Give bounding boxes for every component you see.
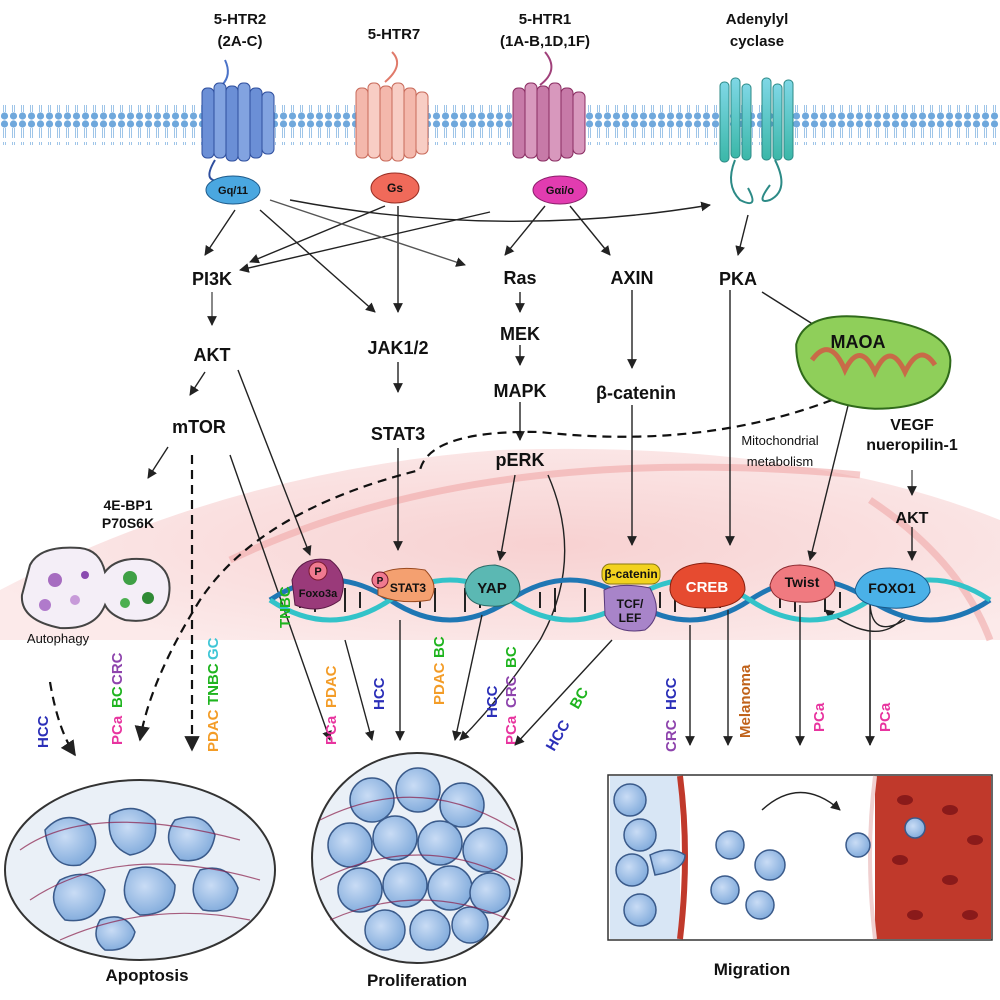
cancer-label: GC [205,637,222,660]
dashed-pathways [48,398,833,757]
akt2-node: AKT [896,510,929,527]
apoptosis-label: Apoptosis [105,966,188,985]
stat3-node: STAT3 [371,424,425,444]
svg-text:Gq/11: Gq/11 [218,185,248,197]
htr2-label: 5-HTR2 [214,11,267,28]
cancer-label: TNBC [277,586,294,628]
svg-text:CREB: CREB [686,579,729,596]
svg-text:STAT3: STAT3 [390,581,427,595]
mito-metabolism-label: Mitochondrial [741,433,818,448]
htr2-subtype-label: (2A-C) [218,33,263,50]
cell-membrane [0,105,1000,145]
4ebp1-node: 4E-BP1 [103,497,152,513]
cancer-label: HCC [371,677,388,710]
cancer-label: CRC [503,675,520,708]
cancer-label: PDAC [205,709,222,752]
svg-text:P: P [314,566,321,578]
svg-text:Gαi/o: Gαi/o [546,185,574,197]
cancer-label: HCC [543,717,574,754]
pathway-arrows [147,199,917,745]
cancer-label: HCC [35,715,52,748]
mapk-node: MAPK [494,381,547,401]
cancer-label: CRC [663,719,680,752]
mek-node: MEK [500,324,540,344]
gq11-protein: Gq/11 [205,175,261,205]
svg-text:YAP: YAP [477,580,506,597]
cancer-label: Melanoma [737,664,754,738]
pi3k-node: PI3K [192,269,232,289]
nuclear-envelope [228,463,861,564]
adenylyl-cyclase-label: Adenylyl [726,11,789,28]
adenylyl-cyclase-label-2: cyclase [730,33,784,50]
cancer-label: PCa [323,715,340,745]
cancer-label: BC [109,686,126,708]
htr1-label: 5-HTR1 [519,11,572,28]
svg-text:Foxo3a: Foxo3a [299,588,338,600]
svg-text:β-catenin: β-catenin [604,567,657,581]
cancer-label: CRC [109,652,126,685]
migration-label: Migration [714,960,791,979]
axin-node: AXIN [610,268,653,288]
cancer-label: HCC [484,685,501,718]
htr7-label: 5-HTR7 [368,26,421,43]
beta-catenin-tcf-factor: β-catenin TCF/ LEF [601,563,661,632]
svg-text:P: P [377,576,384,587]
cancer-label: PDAC [323,665,340,708]
mito-metabolism-label-2: metabolism [747,454,813,469]
htr2-receptor-icon [201,59,275,182]
proliferation-cells-icon [311,752,523,964]
cancer-label: BC [567,685,593,712]
gs-protein: Gs [370,172,420,204]
cancer-label: BC [503,646,520,668]
cancer-label: PCa [811,702,828,732]
maoa-node: MAOA [831,332,886,352]
svg-text:TCF/: TCF/ [617,597,644,611]
cancer-label: PCa [877,702,894,732]
cancer-label: PCa [109,715,126,745]
creb-factor: CREB [669,562,746,609]
neuropilin-node: nueropilin-1 [866,437,958,454]
svg-text:LEF: LEF [619,611,642,625]
nucleus-region [0,448,1000,640]
autophagy-label: Autophagy [27,631,90,646]
cancer-label: TNBC [205,663,222,705]
pka-node: PKA [719,269,757,289]
ras-node: Ras [503,268,536,288]
stat3-factor: P STAT3 [371,567,435,603]
htr7-receptor-icon [355,51,429,162]
foxo3a-factor: P Foxo3a [291,558,344,610]
adenylyl-cyclase-icon [719,77,794,204]
svg-text:Gs: Gs [387,181,403,195]
vegf-node: VEGF [890,417,934,434]
twist-factor: Twist [769,564,836,603]
gio-protein: Gαi/o [532,175,588,205]
mitochondrion-icon [795,315,952,410]
beta-catenin-node: β-catenin [596,383,676,403]
autophagy-cell-icon [20,546,171,630]
htr1-receptor-icon [512,51,586,162]
apoptosis-cells-icon [4,779,276,961]
jak-node: JAK1/2 [367,338,428,358]
proliferation-label: Proliferation [367,971,467,990]
htr1-subtype-label: (1A-B,1D,1F) [500,33,590,50]
svg-text:Twist: Twist [785,574,820,590]
perk-node: pERK [496,450,545,470]
p70s6k-node: P70S6K [102,515,154,531]
svg-text:FOXO1: FOXO1 [868,580,916,596]
cancer-label: BC [431,636,448,658]
akt-node: AKT [194,345,231,365]
migration-panel-icon [607,774,993,941]
yap-factor: YAP [464,564,521,607]
outcome-arrows [344,605,875,746]
cancer-label: HCC [663,677,680,710]
foxo1-factor: FOXO1 [854,567,931,609]
cancer-label: PDAC [431,662,448,705]
cancer-label: PCa [503,715,520,745]
mtor-node: mTOR [172,417,226,437]
